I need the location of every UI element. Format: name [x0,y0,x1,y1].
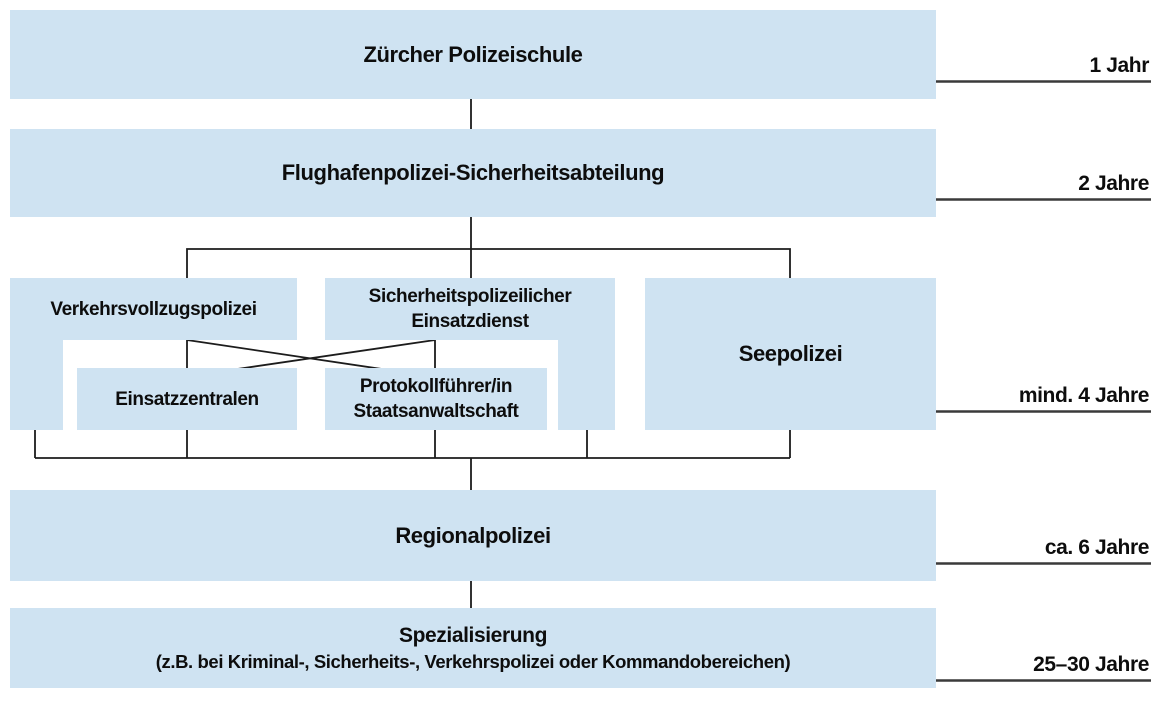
box-einsatzzentralen: Einsatzzentralen [77,368,297,430]
box-verkehrsvollzugspolizei-label: Verkehrsvollzugspolizei [50,298,257,320]
box-spezialisierung: Spezialisierung (z.B. bei Kriminal-, Sic… [10,608,936,688]
box-flughafenpolizei-label: Flughafenpolizei-Sicherheitsabteilung [281,160,665,185]
duration-label-25-30-jahre: 25–30 Jahre [1033,653,1149,676]
box-flughafenpolizei: Flughafenpolizei-Sicherheitsabteilung [10,129,936,217]
box-seepolizei-label: Seepolizei [738,341,843,366]
box-spezialisierung-title: Spezialisierung [398,623,548,647]
box-einsatzzentralen-label: Einsatzzentralen [115,388,259,410]
box-protokollfuehrer-label-line1: Protokollführer/in [359,376,513,397]
duration-underlines [936,80,1151,682]
box-sicherheitspolizeilicher-label-line1: Sicherheitspolizeilicher [368,286,572,307]
box-zuercher-polizeischule: Zürcher Polizeischule [10,10,936,99]
box-sicherheitspolizeilicher-einsatzdienst: Sicherheitspolizeilicher Einsatzdienst [325,278,615,340]
duration-label-1-jahr: 1 Jahr [1089,54,1150,77]
box-protokollfuehrer-label-line2: Staatsanwaltschaft [353,401,519,422]
box-seepolizei: Seepolizei [645,278,936,430]
box-verkehrsvollzugspolizei: Verkehrsvollzugspolizei [10,278,297,340]
flow-connectors [34,99,791,608]
box-regionalpolizei-label: Regionalpolizei [395,522,551,548]
duration-label-ca-6-jahre: ca. 6 Jahre [1044,536,1150,559]
box-spezialisierung-subtitle: (z.B. bei Kriminal-, Sicherheits-, Verke… [155,650,791,672]
duration-label-mind-4-jahre: mind. 4 Jahre [1018,384,1150,407]
box-protokollfuehrer-staatsanwaltschaft: Protokollführer/in Staatsanwaltschaft [325,368,547,430]
box-regionalpolizei: Regionalpolizei [10,490,936,581]
box-sicherheitspolizeilicher-label-line2: Einsatzdienst [411,311,529,332]
duration-label-2-jahre: 2 Jahre [1078,172,1149,195]
box-zuercher-polizeischule-label: Zürcher Polizeischule [363,41,583,67]
